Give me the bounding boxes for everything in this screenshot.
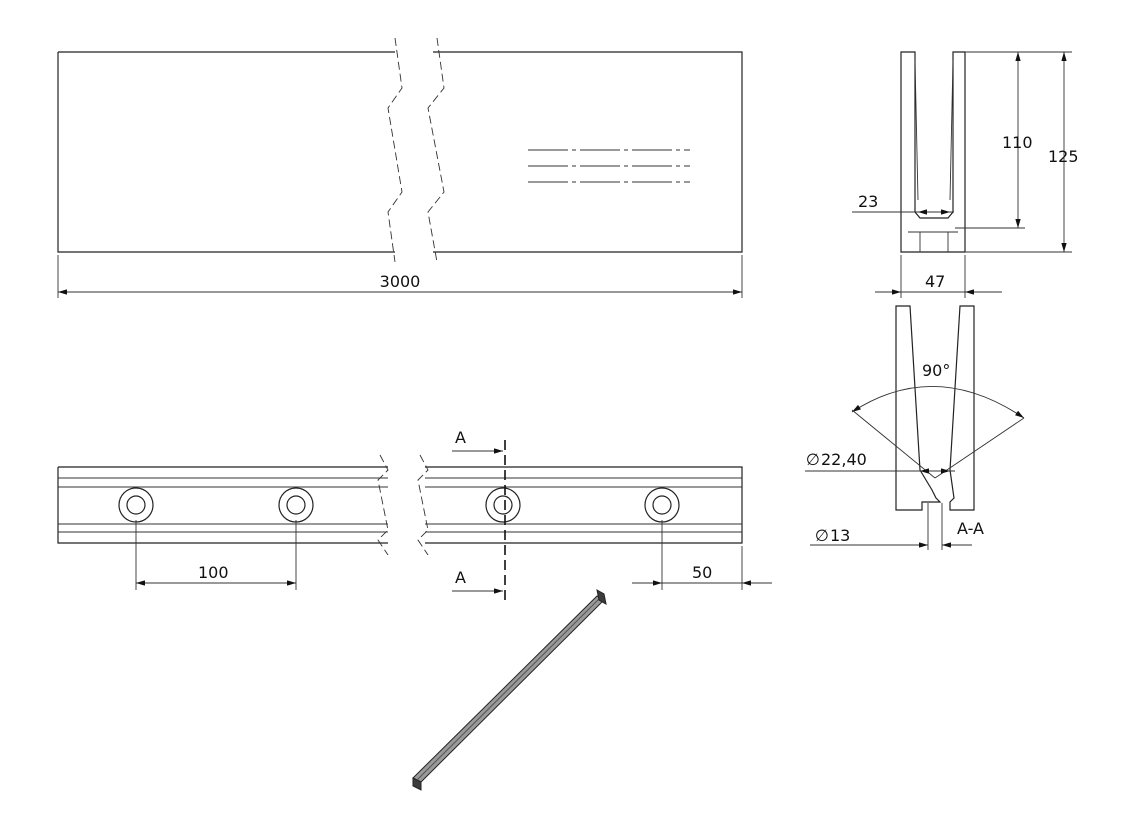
section-label-top: A bbox=[455, 428, 466, 447]
section-right-wall bbox=[949, 305, 975, 511]
hole-3 bbox=[485, 487, 521, 523]
dim-profile-width: 47 bbox=[925, 272, 945, 291]
dim-bore-large: 22,40 bbox=[821, 450, 867, 469]
hole-1 bbox=[118, 487, 154, 523]
section-name: A-A bbox=[957, 519, 984, 538]
side-view: 110 125 23 47 bbox=[852, 51, 1079, 298]
side-view-outline bbox=[900, 51, 966, 253]
hole-4 bbox=[644, 487, 680, 523]
dim-channel-width: 23 bbox=[858, 192, 878, 211]
front-view-outline bbox=[57, 51, 743, 253]
section-view: 90° ∅ 22,40 ∅ 13 A-A bbox=[805, 305, 1025, 550]
plan-outline bbox=[57, 466, 743, 544]
section-left-wall bbox=[895, 305, 942, 511]
dim-height-total: 125 bbox=[1048, 147, 1079, 166]
plan-break-right bbox=[417, 454, 429, 556]
dim-bore-small: 13 bbox=[830, 526, 850, 545]
angle-arc bbox=[851, 386, 1025, 419]
side-inner-taper bbox=[914, 59, 954, 201]
iso-groove bbox=[416, 597, 601, 781]
hole-2 bbox=[278, 487, 314, 523]
side-base-groove bbox=[908, 231, 958, 252]
dim-hole-pitch: 100 bbox=[198, 563, 229, 582]
front-view: 3000 bbox=[57, 37, 743, 298]
dim-bore-large-symbol: ∅ bbox=[806, 450, 820, 469]
dim-overall-length: 3000 bbox=[380, 272, 421, 291]
section-label-bottom: A bbox=[455, 568, 466, 587]
iso-far-end bbox=[596, 589, 607, 605]
iso-end-cap bbox=[412, 777, 422, 791]
plan-break-left bbox=[377, 454, 389, 556]
plan-grooves bbox=[58, 477, 742, 533]
dim-angle: 90° bbox=[922, 361, 950, 380]
break-line-right bbox=[427, 37, 445, 263]
dim-edge-offset: 50 bbox=[692, 563, 712, 582]
isometric-view bbox=[412, 589, 607, 791]
dim-bore-small-symbol: ∅ bbox=[815, 526, 829, 545]
dim-height-inner: 110 bbox=[1002, 133, 1033, 152]
break-line-left bbox=[387, 37, 403, 263]
plan-view: A A 100 50 bbox=[57, 428, 772, 600]
